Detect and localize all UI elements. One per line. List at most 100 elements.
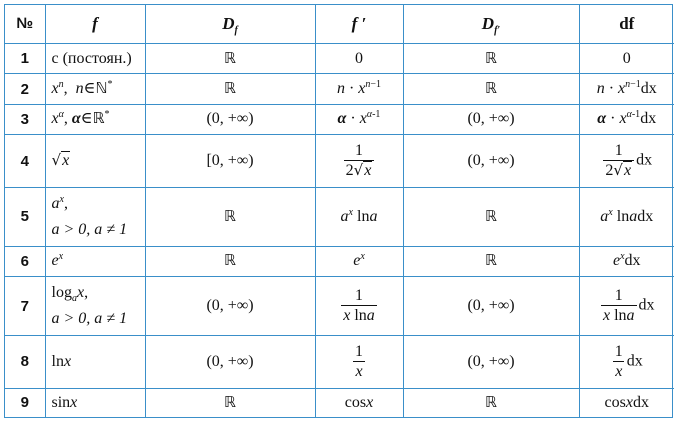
derivative-domain-cell: (0, +∞) xyxy=(402,103,580,136)
header-derivative-text: f ′ xyxy=(351,14,367,34)
derivative-domain-cell: ℝ xyxy=(402,187,580,247)
derivative-cell: 0 xyxy=(314,42,404,75)
derivative-cell: α · xα-1 xyxy=(314,103,404,136)
derivatives-table: № f Df f ′ Df′ df 1 c (постоян.) ℝ 0 ℝ 0… xyxy=(5,5,674,417)
function-cell: logax,a > 0, a ≠ 1 xyxy=(44,276,146,337)
reals-symbol: ℝ xyxy=(224,206,236,225)
derivative-cell: ax lna xyxy=(314,187,404,247)
reals-symbol: ℝ xyxy=(224,392,236,411)
row-number: 1 xyxy=(5,42,46,75)
domain-cell: ℝ xyxy=(144,245,316,278)
dx-text: dx xyxy=(636,151,653,169)
header-number-text: № xyxy=(16,15,34,33)
row-number: 2 xyxy=(5,73,46,105)
header-function-text: f xyxy=(92,14,98,34)
interval-text: (0, +∞) xyxy=(467,110,515,128)
row-number: 6 xyxy=(5,245,46,278)
table-row: 9 sinx ℝ cosx ℝ cosxdx xyxy=(5,388,674,417)
function-cell: sinx xyxy=(44,388,146,417)
header-derivative: f ′ xyxy=(314,5,404,44)
header-domain-f: Df xyxy=(144,5,316,44)
condition-text: a > 0, a ≠ 1 xyxy=(51,221,128,238)
dx-text: dx xyxy=(632,393,649,411)
function-cell: xn, n∈ℕ* xyxy=(44,73,146,105)
function-cell: xα, α∈ℝ* xyxy=(44,103,146,136)
header-domain-f-text: D xyxy=(222,14,235,34)
dx-text: dx xyxy=(626,352,643,370)
derivative-cell: cosx xyxy=(314,388,404,417)
differential-cell: 0 xyxy=(578,42,674,75)
domain-cell: ℝ xyxy=(144,42,316,75)
domain-cell: (0, +∞) xyxy=(144,276,316,337)
domain-cell: [0, +∞) xyxy=(144,134,316,189)
reals-symbol: ℝ xyxy=(485,78,497,97)
row-number: 7 xyxy=(5,276,46,337)
interval-text: (0, +∞) xyxy=(467,152,515,169)
derivative-domain-cell: (0, +∞) xyxy=(402,134,580,189)
row-number: 3 xyxy=(5,103,46,136)
reals-symbol: ℝ xyxy=(485,251,497,270)
header-domain-fp: Df′ xyxy=(402,5,580,44)
header-row: № f Df f ′ Df′ df xyxy=(5,5,674,44)
header-domain-f-sub: f xyxy=(234,25,238,37)
reals-symbol: ℝ xyxy=(485,392,497,411)
table-row: 6 ex ℝ ex ℝ exdx xyxy=(5,245,674,278)
differential-cell: α · xα-1dx xyxy=(578,103,674,136)
interval-text: (0, +∞) xyxy=(206,352,254,370)
reals-symbol: ℝ xyxy=(485,48,497,67)
domain-cell: ℝ xyxy=(144,73,316,105)
domain-cell: ℝ xyxy=(144,187,316,247)
table-row: 3 xα, α∈ℝ* (0, +∞) α · xα-1 (0, +∞) α · … xyxy=(5,103,674,136)
table-row: 5 ax,a > 0, a ≠ 1 ℝ ax lna ℝ ax lnadx xyxy=(5,187,674,247)
function-cell: √x xyxy=(44,134,146,189)
derivative-domain-cell: ℝ xyxy=(402,245,580,278)
table-row: 1 c (постоян.) ℝ 0 ℝ 0 xyxy=(5,42,674,75)
header-number: № xyxy=(5,5,46,44)
header-domain-fp-text: D xyxy=(481,14,495,34)
interval-text: (0, +∞) xyxy=(206,297,254,315)
dx-text: dx xyxy=(624,252,641,270)
function-cell: lnx xyxy=(44,335,146,389)
differential-cell: cosxdx xyxy=(578,388,674,417)
sqrt-x: √x xyxy=(51,151,71,169)
differential-cell: ax lnadx xyxy=(578,187,674,247)
function-text: c (постоян.) xyxy=(51,49,132,67)
header-function: f xyxy=(44,5,146,44)
row-number: 9 xyxy=(5,388,46,417)
dx-text: dx xyxy=(638,296,655,314)
header-differential-text: df xyxy=(619,14,635,34)
header-differential: df xyxy=(578,5,674,44)
reals-symbol: ℝ xyxy=(485,206,497,225)
derivative-domain-cell: ℝ xyxy=(402,388,580,417)
dx-text: dx xyxy=(640,79,657,97)
row-number: 8 xyxy=(5,335,46,389)
derivatives-table-frame: № f Df f ′ Df′ df 1 c (постоян.) ℝ 0 ℝ 0… xyxy=(4,4,674,418)
reals-symbol: ℝ xyxy=(224,78,236,97)
function-cell: c (постоян.) xyxy=(44,42,146,75)
function-cell: ax,a > 0, a ≠ 1 xyxy=(44,187,146,247)
row-number: 5 xyxy=(5,187,46,247)
interval-text: (0, +∞) xyxy=(467,352,515,370)
reals-symbol: ℝ xyxy=(224,251,236,270)
header-domain-fp-sub: f′ xyxy=(494,25,501,37)
domain-cell: (0, +∞) xyxy=(144,103,316,136)
derivative-domain-cell: (0, +∞) xyxy=(402,335,580,389)
derivative-cell: ex xyxy=(314,245,404,278)
interval-text: (0, +∞) xyxy=(467,297,515,315)
derivative-domain-cell: (0, +∞) xyxy=(402,276,580,337)
dx-text: dx xyxy=(637,207,654,225)
condition-text: a > 0, a ≠ 1 xyxy=(51,310,128,328)
function-cell: ex xyxy=(44,245,146,278)
differential-cell: n · xn−1dx xyxy=(578,73,674,105)
reals-symbol: ℝ xyxy=(224,48,236,67)
interval-text: [0, +∞) xyxy=(206,152,254,169)
interval-text: (0, +∞) xyxy=(206,110,254,128)
row-number: 4 xyxy=(5,134,46,189)
